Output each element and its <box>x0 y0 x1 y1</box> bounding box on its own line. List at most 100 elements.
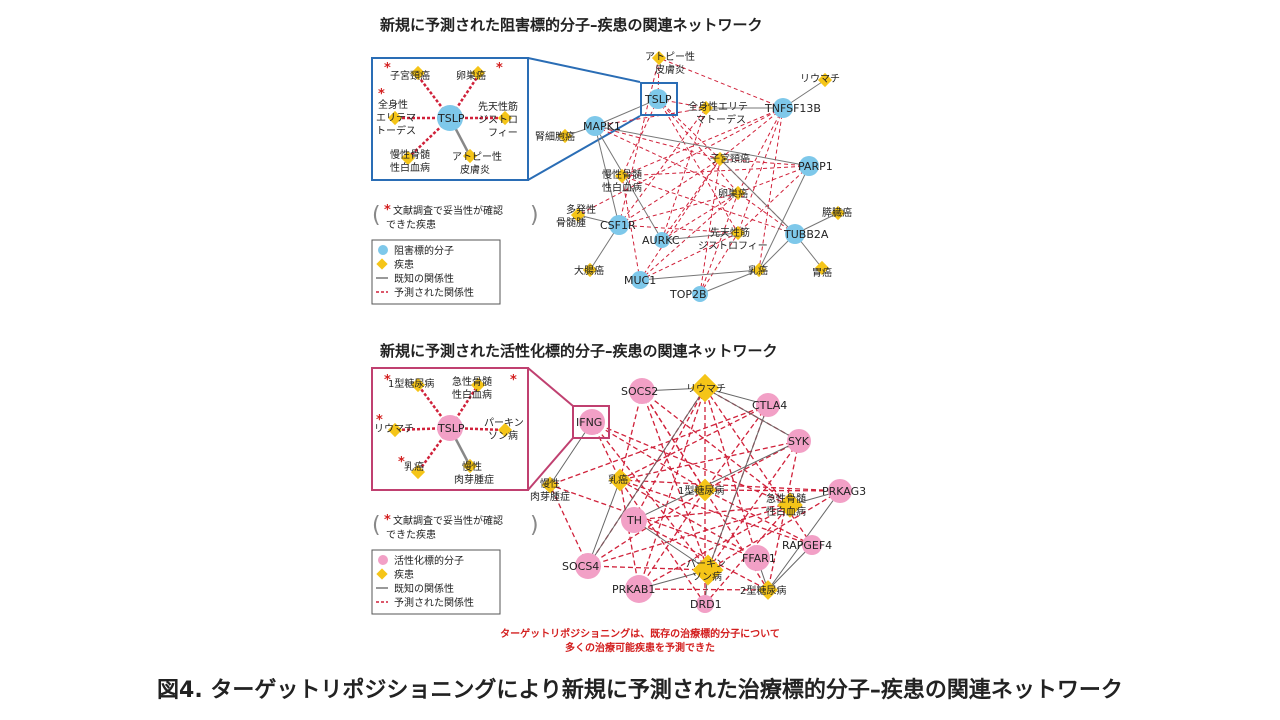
top-network: TSLP MAPK1 TNFSF13B PARP1 CSF1R AURKC TU… <box>535 50 852 302</box>
molecule-label: AURKC <box>642 234 680 247</box>
disease-label: リウマチ <box>800 73 840 85</box>
disease-label: パーキン <box>686 558 726 570</box>
inset-tslp-label: TSLP <box>437 422 465 435</box>
inset-disease: 肉芽腫症 <box>454 473 494 486</box>
bottom-inset: TSLP 1型糖尿病 急性骨髄 性白血病 リウマチ パーキン ソン病 乳癌 慢性… <box>371 367 574 491</box>
bottom-inset-frame <box>371 367 529 491</box>
disease-label: 急性骨髄 <box>766 492 806 505</box>
molecule-node <box>648 89 668 109</box>
legend-item: 既知の関係性 <box>394 582 454 595</box>
molecule-node <box>621 507 647 533</box>
top-footnote-line2: できた疾患 <box>386 218 436 231</box>
disease-label: 乳癌 <box>748 264 768 277</box>
paren-close-icon: ) <box>530 513 539 538</box>
star-icon: * <box>496 61 503 76</box>
inset-disease: 性白血病 <box>452 388 492 401</box>
bottom-title: 新規に予測された活性化標的分子–疾患の関連ネットワーク <box>380 342 778 360</box>
inset-disease: 乳癌 <box>404 460 424 473</box>
molecule-label: SOCS4 <box>562 560 599 573</box>
bottom-footnote-line1: 文献調査で妥当性が確認 <box>393 514 503 527</box>
bottom-zoom-line <box>527 437 574 491</box>
inset-disease: トーデス <box>376 124 416 137</box>
summary-note: ターゲットリポジショニングは、既存の治療標的分子について 多くの治療可能疾患を予… <box>0 628 1280 656</box>
top-inset-frame <box>371 57 529 181</box>
bottom-ifng-highlight <box>572 405 610 439</box>
inset-disease: パーキン <box>484 417 524 429</box>
molecule-label: PRKAB1 <box>612 583 655 596</box>
molecule-label: MUC1 <box>624 274 656 287</box>
molecule-node <box>744 545 770 571</box>
bottom-legend: 活性化標的分子 疾患 既知の関係性 予測された関係性 <box>371 549 501 615</box>
disease-label: 多発性 <box>566 203 596 216</box>
inset-disease: 先天性筋 <box>478 100 518 113</box>
inset-disease: 1型糖尿病 <box>388 377 434 390</box>
bottom-zoom-line <box>527 367 574 407</box>
disease-label: 乳癌 <box>608 473 628 486</box>
molecule-node <box>785 224 805 244</box>
disease-label: 肉芽腫症 <box>530 490 570 503</box>
inset-disease: ソン病 <box>488 429 518 442</box>
molecule-label: TOP2B <box>669 288 707 301</box>
star-icon: * <box>510 373 517 388</box>
molecule-label: RAPGEF4 <box>782 539 832 552</box>
molecule-label: CSF1R <box>600 219 636 232</box>
inset-disease: 卵巣癌 <box>456 69 486 82</box>
molecule-label: TUBB2A <box>783 228 829 241</box>
disease-label: 慢性 <box>540 477 560 490</box>
molecule-label: DRD1 <box>690 598 722 611</box>
inset-disease: アトピー性 <box>452 150 502 163</box>
molecule-node <box>575 553 601 579</box>
molecule-node <box>696 595 714 613</box>
inset-disease: エリテマ <box>376 113 416 124</box>
bottom-footnote-line2: できた疾患 <box>386 528 436 541</box>
top-zoom-line <box>527 115 641 181</box>
inset-disease: 慢性 <box>462 460 482 473</box>
molecule-node <box>802 535 822 555</box>
star-icon: * <box>384 61 391 76</box>
molecule-node <box>692 286 708 302</box>
star-icon: * <box>384 513 391 528</box>
inset-tslp-label: TSLP <box>437 112 465 125</box>
inset-tslp-node <box>437 105 463 131</box>
molecule-node <box>799 156 819 176</box>
molecule-label: PRKAG3 <box>822 485 866 498</box>
molecule-label: SYK <box>788 435 810 448</box>
disease-label: 1型糖尿病 <box>678 484 724 497</box>
inset-disease: ジストロ <box>478 115 518 126</box>
top-title: 新規に予測された阻害標的分子–疾患の関連ネットワーク <box>380 16 763 34</box>
paren-open-icon: ( <box>372 203 381 228</box>
molecule-node <box>585 116 605 136</box>
molecule-label: MAPK1 <box>583 120 621 133</box>
legend-item: 既知の関係性 <box>394 272 454 285</box>
molecule-label: FFAR1 <box>742 552 776 565</box>
inset-disease: 全身性 <box>378 98 408 111</box>
disease-label: 皮膚炎 <box>655 63 685 76</box>
figure-caption: 図4. ターゲットリポジショニングにより新規に予測された治療標的分子–疾患の関連… <box>157 678 1123 703</box>
summary-note-line1: ターゲットリポジショニングは、既存の治療標的分子について <box>500 629 780 640</box>
disease-label: リウマチ <box>686 383 726 395</box>
disease-label: 性白血病 <box>602 181 642 194</box>
molecule-node <box>787 429 811 453</box>
disease-label: 2型糖尿病 <box>740 584 786 597</box>
molecule-label: PARP1 <box>798 160 833 173</box>
disease-label: 卵巣癌 <box>718 187 748 200</box>
disease-label: ソン病 <box>692 570 722 583</box>
summary-note-line2: 多くの治療可能疾患を予測できた <box>565 643 715 654</box>
disease-label: 骨髄腫 <box>556 216 586 229</box>
molecule-node <box>579 409 605 435</box>
molecule-node <box>625 575 653 603</box>
disease-label: 子宮頸癌 <box>710 152 750 165</box>
bottom-network: IFNG SOCS2 CTLA4 SYK PRKAG3 RAPGEF4 TH F… <box>530 373 866 613</box>
top-footnote-line1: 文献調査で妥当性が確認 <box>393 204 503 217</box>
disease-label: アトピー性 <box>645 50 695 63</box>
molecule-node <box>828 479 852 503</box>
disease-label: 胃癌 <box>812 266 832 279</box>
star-icon: * <box>384 373 391 388</box>
inset-tslp-node <box>437 415 463 441</box>
legend-item: 疾患 <box>394 568 414 581</box>
molecule-label: SOCS2 <box>621 385 658 398</box>
disease-label: ジストロフィー <box>698 241 768 252</box>
molecule-node <box>654 232 670 248</box>
disease-label: 性白血病 <box>766 505 806 518</box>
inset-disease: 皮膚炎 <box>460 163 490 176</box>
